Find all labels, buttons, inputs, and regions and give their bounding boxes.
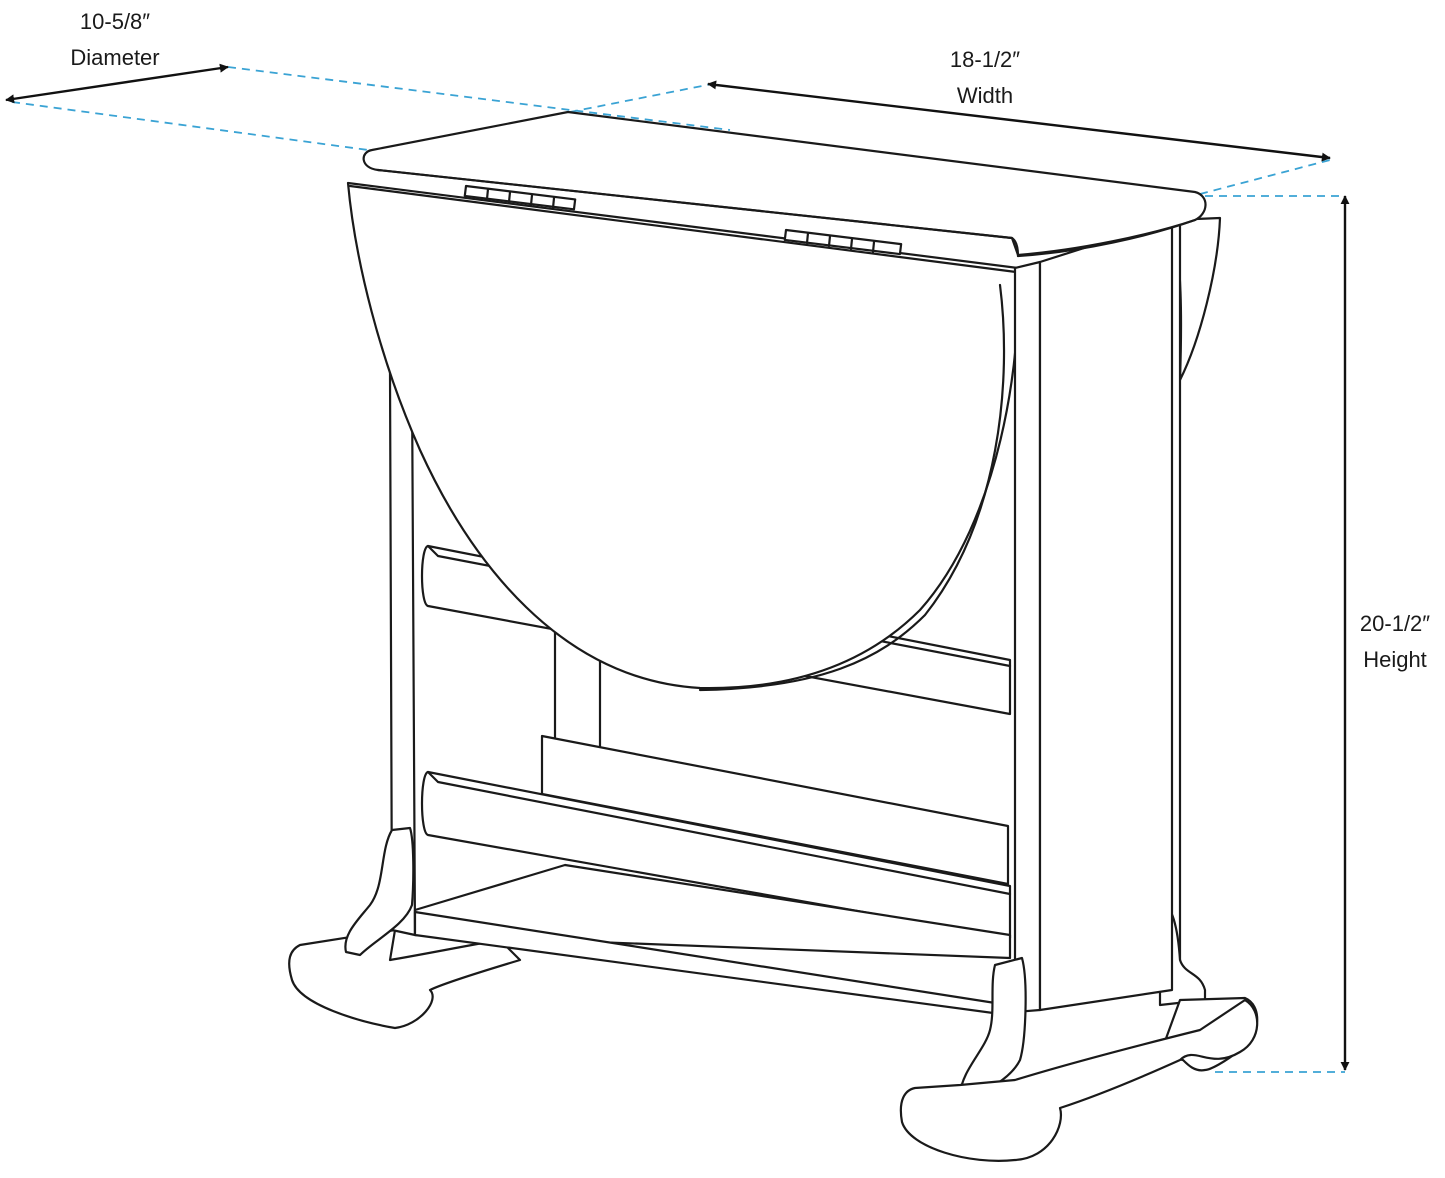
middle-rail — [540, 734, 1010, 886]
height-value: 20-1/2″ — [1359, 611, 1431, 636]
right-front-leg — [1013, 260, 1042, 1014]
table-top-front-edge — [376, 168, 1020, 258]
diameter-name: Diameter — [70, 45, 160, 70]
hinge-left — [463, 184, 577, 211]
diameter-value: 10-5/8″ — [79, 9, 151, 34]
rear-base-foot — [288, 928, 522, 1030]
height-label: 20-1/2″ Height — [1342, 606, 1445, 678]
lower-rail-top — [426, 770, 1012, 896]
width-label: 18-1/2″ Width — [910, 42, 1060, 114]
diameter-label: 10-5/8″ Diameter — [40, 4, 190, 76]
diameter-dimension-arrow — [5, 63, 229, 104]
hinge-right — [783, 228, 903, 256]
width-value: 18-1/2″ — [949, 47, 1021, 72]
front-drop-leaf-edge — [698, 283, 1006, 692]
table-top — [362, 110, 1207, 257]
left-leg-bracket — [344, 826, 415, 957]
height-name: Height — [1363, 647, 1427, 672]
front-drop-leaf-rim — [348, 184, 1018, 274]
front-base-foot — [899, 998, 1259, 1162]
table-top-end-edge — [1016, 218, 1197, 258]
width-dimension-arrow — [707, 80, 1331, 162]
right-end-panel — [1038, 218, 1174, 1012]
width-name: Width — [956, 83, 1014, 108]
right-leg-bracket — [958, 956, 1027, 1100]
